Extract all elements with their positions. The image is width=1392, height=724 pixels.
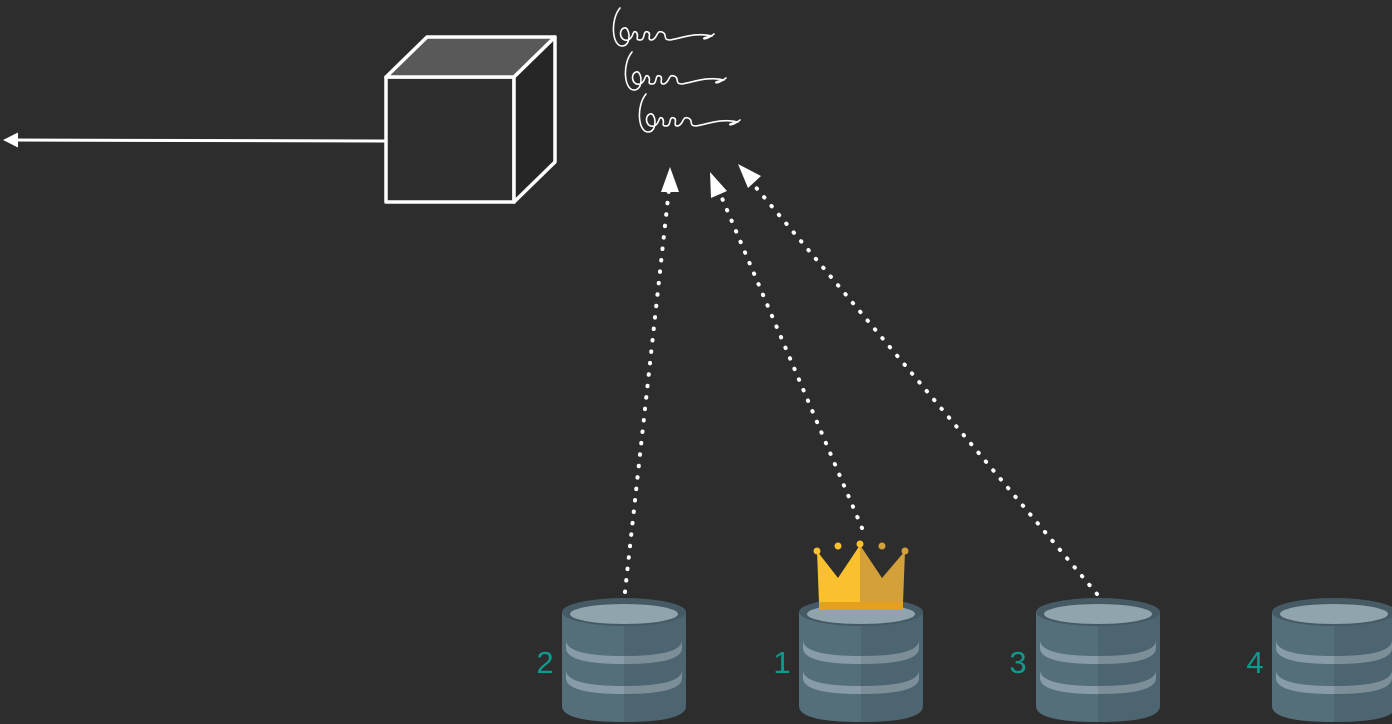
db-label: 4 [1246, 645, 1263, 680]
db-label: 2 [536, 645, 553, 680]
dotted-arrow-db3 [746, 176, 1099, 596]
arrowhead-db3 [738, 164, 761, 188]
cube-icon [384, 35, 557, 204]
signature-icon [624, 51, 727, 91]
db-label: 1 [773, 645, 790, 680]
signature-icon [638, 93, 741, 133]
dotted-arrow-db1 [714, 182, 864, 530]
signature-icon [612, 7, 715, 47]
signatures-icon [612, 7, 741, 133]
database-icon [1272, 598, 1392, 722]
arrowhead-db1 [710, 172, 727, 198]
outgoing-arrow [3, 132, 387, 148]
db-label: 3 [1009, 645, 1026, 680]
database-icon [562, 598, 686, 722]
crown-icon [813, 540, 909, 610]
arrowhead-db2 [661, 167, 679, 192]
database-icon [799, 598, 923, 722]
database-icon [1036, 598, 1160, 722]
dotted-arrow-db2 [623, 178, 672, 594]
